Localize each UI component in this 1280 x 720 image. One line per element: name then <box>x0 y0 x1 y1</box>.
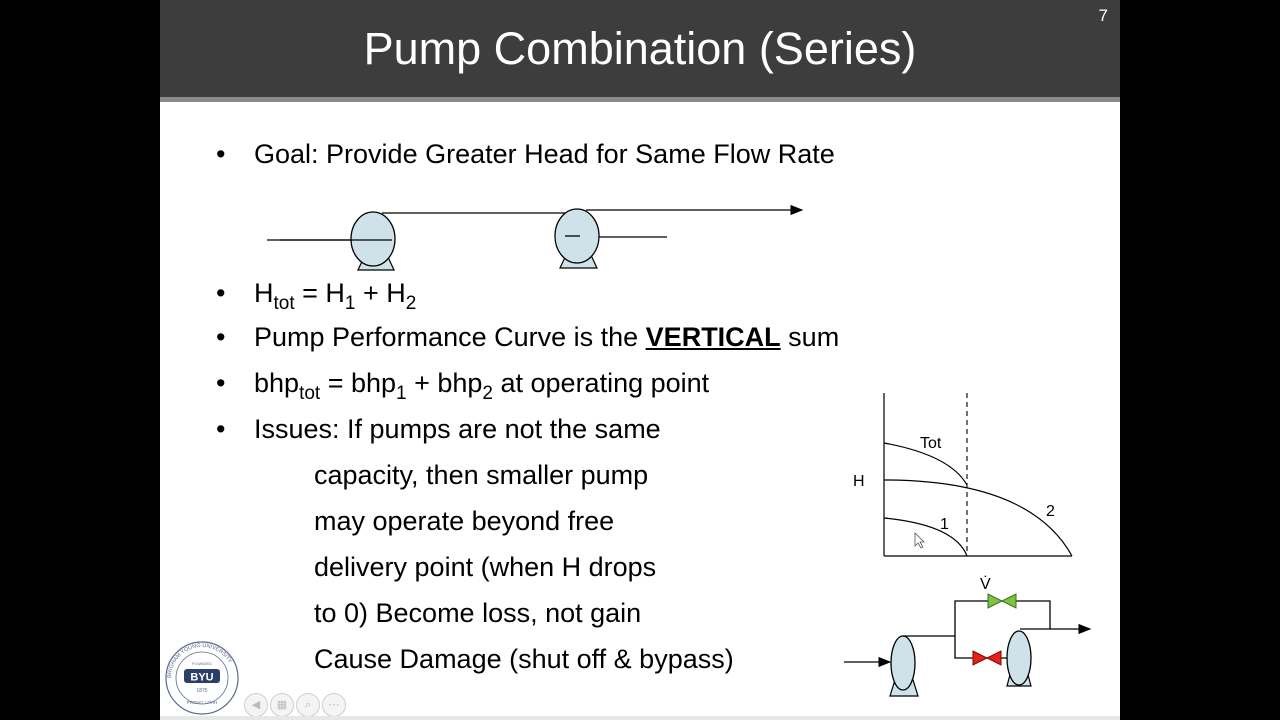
bullet-marker: • <box>216 139 226 169</box>
curve-2 <box>883 479 1073 557</box>
prev-slide-icon[interactable]: ◀ <box>244 693 268 717</box>
label-1: 1 <box>940 516 949 533</box>
label-2: 2 <box>1046 503 1055 520</box>
bullet-marker: • <box>216 278 226 308</box>
curve-1 <box>883 517 968 557</box>
seal-city: PROVO, UTAH <box>187 700 218 705</box>
issues-line: may operate beyond free <box>314 506 615 536</box>
bullet-htot: Htot = H1 + H2 <box>254 278 417 314</box>
bypass-diagram: V̇ <box>844 575 1092 697</box>
issues-line: Cause Damage (shut off & bypass) <box>314 644 734 674</box>
bullet-bhp: bhptot = bhp1 + bhp2 at operating point <box>254 368 710 404</box>
issues-line: capacity, then smaller pump <box>314 460 649 490</box>
bullet-marker: • <box>216 322 226 352</box>
title-divider <box>160 97 1120 102</box>
bullet-goal: Goal: Provide Greater Head for Same Flow… <box>254 139 835 169</box>
pump-1-casing <box>350 211 396 267</box>
connecting-pipe <box>382 212 667 238</box>
label-tot: Tot <box>920 435 942 452</box>
mouse-cursor-icon <box>914 532 925 549</box>
bypass-pump-1-casing <box>890 635 916 691</box>
slide-number: 7 <box>1098 6 1108 25</box>
issues-line: to 0) Become loss, not gain <box>314 598 642 628</box>
bypass-pump-2-casing <box>1006 630 1032 686</box>
shutoff-valve-red <box>972 650 1002 666</box>
flow-rate-label: V̇ <box>980 575 991 593</box>
slides-icon[interactable]: ▦ <box>270 693 294 717</box>
bullet-issues: Issues: If pumps are not the same <box>254 414 661 444</box>
seal-founded: FOUNDED <box>192 661 212 666</box>
bottom-divider <box>160 716 1120 720</box>
series-pump-diagram <box>267 204 804 271</box>
slide-title: Pump Combination (Series) <box>363 23 917 74</box>
pump-curve-diagram: Tot H 2 1 <box>853 393 1073 557</box>
issues-line: delivery point (when H drops <box>314 552 657 582</box>
bypass-valve-green <box>987 593 1017 609</box>
curve-tot <box>883 442 968 486</box>
more-options-icon[interactable]: ⋯ <box>322 693 346 717</box>
title-bar: Pump Combination (Series) 7 <box>160 0 1120 97</box>
vertical-emphasis: VERTICAL <box>645 322 781 352</box>
bullet-marker: • <box>216 414 226 444</box>
bullet-marker: • <box>216 368 226 398</box>
seal-byu: BYU <box>190 672 213 684</box>
seal-year: 1875 <box>196 688 207 694</box>
label-h: H <box>853 473 865 490</box>
zoom-icon[interactable]: ⌕ <box>296 693 320 717</box>
bullet-performance-curve: Pump Performance Curve is the VERTICAL s… <box>254 322 840 352</box>
slide: Pump Combination (Series) 7 • Goal: Prov… <box>160 0 1120 720</box>
byu-seal-logo: BRIGHAM YOUNG UNIVERSITY FOUNDED BYU 187… <box>165 641 239 715</box>
